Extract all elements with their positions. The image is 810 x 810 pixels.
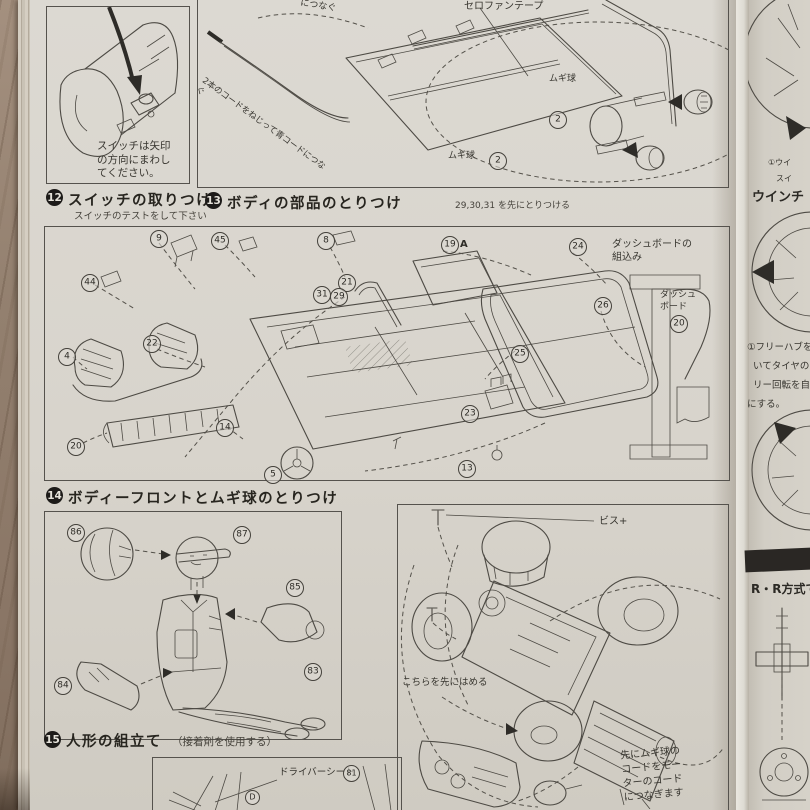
panel-switch-illustration: スイッチは矢印 の方向にまわし てください。 bbox=[46, 6, 190, 184]
manual-page bbox=[30, 0, 746, 810]
switch-direction-note: スイッチは矢印 の方向にまわし てください。 bbox=[97, 140, 171, 180]
part-callout-26: 26 bbox=[594, 297, 612, 315]
free-hub-note: ①フリーハブを いてタイヤの リー回転を自 にする。 bbox=[747, 342, 810, 410]
part-callout-86: 86 bbox=[67, 524, 85, 542]
part-callout-81: 81 bbox=[343, 765, 360, 782]
panel-driver-seat: ドライバーシート D 81 bbox=[152, 757, 402, 810]
bulb-label-a: ムギ球 bbox=[549, 74, 577, 84]
screw-label: ビス+ bbox=[599, 516, 628, 527]
panel-figure-assembly bbox=[44, 511, 342, 740]
fold-shadow bbox=[712, 0, 738, 810]
dashboard-install-label: ダッシュボードの 組込み bbox=[612, 239, 692, 263]
bulb-label-b: ムギ球 bbox=[448, 151, 476, 161]
part-callout-44: 44 bbox=[81, 274, 99, 292]
part-callout-14: 14 bbox=[216, 419, 234, 437]
part-callout-9: 9 bbox=[150, 230, 168, 248]
part-callout-85: 85 bbox=[286, 579, 304, 597]
right-col-fragment-2: スイ bbox=[776, 174, 792, 183]
right-column-illustrations bbox=[748, 0, 810, 801]
dashboard-label: ダッシュ ボード bbox=[660, 290, 697, 312]
panel-main-exploded-diagram bbox=[44, 226, 730, 481]
panel-wiring-diagram bbox=[197, 0, 729, 188]
part-callout-13: 13 bbox=[458, 460, 476, 478]
part-callout-24: 24 bbox=[569, 238, 587, 256]
step-12-subtitle: スイッチのテストをして下さい bbox=[74, 211, 207, 222]
step-13-note: 29,30,31 を先にとりつける bbox=[455, 201, 571, 211]
part-callout-5: 5 bbox=[264, 466, 282, 484]
table-shadow bbox=[0, 768, 30, 810]
part-callout-23: 23 bbox=[461, 405, 479, 423]
rr-method-title: R・R方式で bbox=[751, 582, 810, 596]
part-callout-D: D bbox=[245, 790, 260, 805]
part-callout-4: 4 bbox=[58, 348, 76, 366]
wiring-bulbs-illustration bbox=[206, 0, 728, 183]
part-callout-31: 31 bbox=[313, 286, 331, 304]
switch-motor-illustration bbox=[59, 7, 179, 157]
section-divider-bar bbox=[744, 547, 810, 573]
part-callout-8: 8 bbox=[317, 232, 335, 250]
page-edge-stack bbox=[18, 0, 32, 810]
part-callout-87: 87 bbox=[233, 526, 251, 544]
step-14-title: ボディーフロントとムギ球のとりつけ bbox=[68, 491, 339, 507]
driver-figure-illustration bbox=[76, 527, 326, 739]
step-15-badge: 15 bbox=[44, 731, 61, 748]
driver-seat-illustration bbox=[168, 763, 392, 810]
cellophane-tape-label: セロファンテープ bbox=[464, 1, 544, 12]
part-callout-20: 20 bbox=[67, 438, 85, 456]
part-callout-29: 29 bbox=[330, 288, 348, 306]
step-12-badge: 12 bbox=[46, 189, 63, 206]
panel-chassis-underside: ビス+ こちらを先にはめる 先にムギ球の コードをモー ターのコード につなぎま… bbox=[397, 504, 729, 810]
adjacent-column-page bbox=[749, 0, 810, 810]
step-15-note: （接着剤を使用する） bbox=[172, 736, 277, 748]
part-callout-2a: 2 bbox=[549, 111, 567, 129]
part-callout-25: 25 bbox=[511, 345, 529, 363]
step-14-badge: 14 bbox=[46, 487, 63, 504]
fold-highlight bbox=[736, 0, 749, 810]
cord-connect-note: 先にムギ球の コードをモー ターのコード につなぎます bbox=[619, 745, 685, 804]
part-callout-21: 21 bbox=[338, 274, 356, 292]
part-callout-20-dashboard: 20 bbox=[670, 315, 688, 333]
body-parts-illustration bbox=[72, 230, 711, 480]
part-callout-84: 84 bbox=[54, 677, 72, 695]
part-callout-22: 22 bbox=[143, 335, 161, 353]
fit-first-note: こちらを先にはめる bbox=[402, 677, 488, 688]
part-callout-2b: 2 bbox=[489, 152, 507, 170]
step-13-badge: 13 bbox=[205, 192, 222, 209]
step-12-title: スイッチの取りつけ bbox=[68, 193, 213, 209]
step-15-title: 人形の組立て bbox=[66, 734, 162, 750]
right-col-fragment-1: ①ウイ bbox=[768, 158, 792, 167]
step-13-title: ボディの部品のとりつけ bbox=[227, 196, 403, 212]
winch-title: ウインチ bbox=[752, 190, 805, 205]
driver-seat-label: ドライバーシート bbox=[279, 767, 355, 778]
part-callout-83: 83 bbox=[304, 663, 322, 681]
part-callout-45: 45 bbox=[211, 232, 229, 250]
chassis-underside-illustration bbox=[401, 509, 725, 809]
